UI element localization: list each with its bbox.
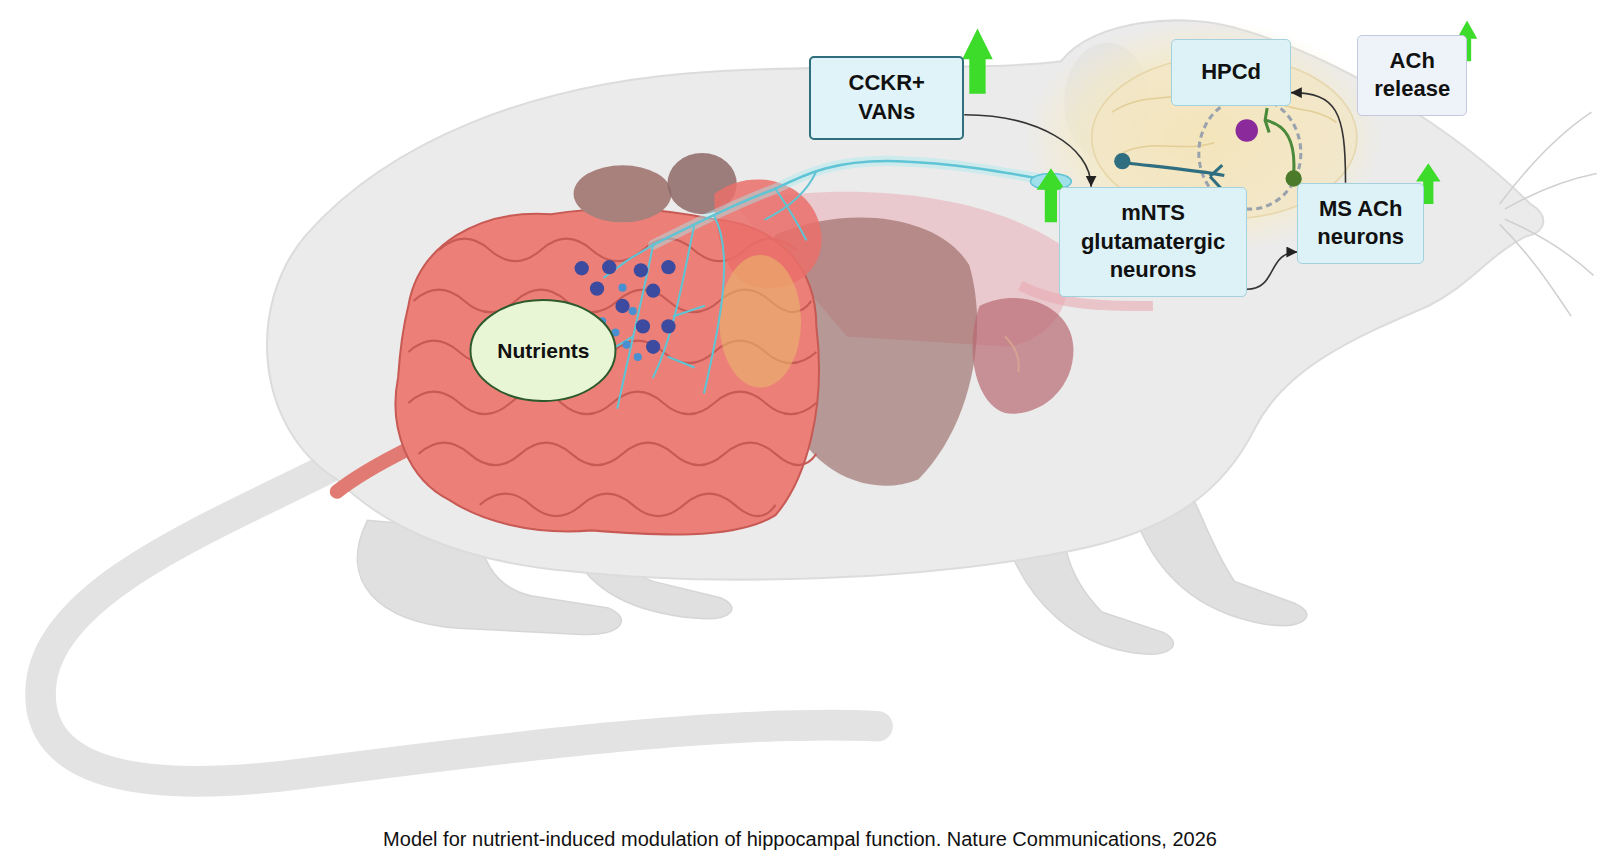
arrow-connector [964,115,1091,187]
intestines [396,209,819,535]
nutrient-particles [602,260,616,274]
nutrient-particles [575,261,589,275]
node-text: HPCd [1201,58,1261,87]
text-group: Nutrients [497,337,589,364]
nutrient-particles [590,282,604,296]
mouse-body [267,20,1543,579]
intestines [408,392,816,414]
mouse-body [267,20,1543,579]
figure-caption: Model for nutrient-induced modulation of… [0,827,1600,851]
node-text: CCKR+ VANs [830,69,944,126]
label-box: CCKR+ VANs [809,56,964,140]
vagus-nerve [617,245,653,408]
ellipse-shape [471,300,616,401]
nutrient-particles [629,307,637,315]
mouse-legs [1010,551,1173,654]
vagus-nerve [704,216,724,392]
vagus-nerve [765,171,816,219]
text-group: CCKR+ VANs [830,69,944,126]
text-group: HPCd [1201,58,1261,87]
nutrient-particles [646,340,660,354]
node-text: MS ACh neurons [1310,195,1412,252]
vagus-nerve [776,189,807,240]
nutrient-particles [615,299,629,313]
label-box: ACh release [1357,35,1467,117]
intestines [337,449,408,492]
heart [972,298,1073,414]
nutrient-particles [646,284,660,298]
pancreas [719,255,801,388]
nutrient-particles [634,353,642,361]
mouse-whiskers [1505,173,1597,209]
intestines [480,494,776,516]
mouse-whiskers [1505,219,1594,275]
arrow-connector [1291,93,1346,183]
mouse-whiskers [1500,112,1592,204]
nutrient-particles [661,260,675,274]
nutrient-particles [634,263,648,277]
vagus-nerve [653,161,1056,245]
heart [972,298,1073,414]
node-text: ACh release [1369,47,1455,104]
intestines [408,239,816,516]
nutrient-particles [661,319,675,333]
mouse-whiskers [1500,112,1597,316]
nutrient-particles [623,341,631,349]
increase-arrow [962,29,993,94]
text-group: ACh release [1369,47,1455,104]
vagus-nerve [653,161,1056,245]
hippocampal-circuit [1236,119,1258,141]
hippocampal-circuit [1114,153,1130,169]
pancreas [719,255,801,388]
ellipse-node: Nutrients [469,299,617,402]
hippocampal-circuit [1265,120,1294,173]
mouse-whiskers [1500,224,1571,316]
text-group: MS ACh neurons [1310,195,1412,252]
vagus-nerve [653,226,694,377]
vagus-nerve [604,171,816,408]
text-group: mNTS glutamatergic neurons [1071,199,1234,285]
hippocampal-circuit [1265,108,1269,132]
hippocampal-circuit [1128,163,1224,175]
arrow-connector [1247,252,1298,289]
label-box: mNTS glutamatergic neurons [1059,187,1247,297]
nutrient-particles [618,284,626,292]
label-box: MS ACh neurons [1297,183,1424,265]
node-text: mNTS glutamatergic neurons [1071,199,1234,285]
vagus-nerve [607,306,704,367]
nutrient-particles [636,319,650,333]
node-text: Nutrients [497,337,589,364]
heart [1005,337,1019,373]
label-box: HPCd [1171,39,1290,106]
stomach [574,165,672,222]
vagus-nerve [604,161,1071,408]
intestines [419,443,817,465]
